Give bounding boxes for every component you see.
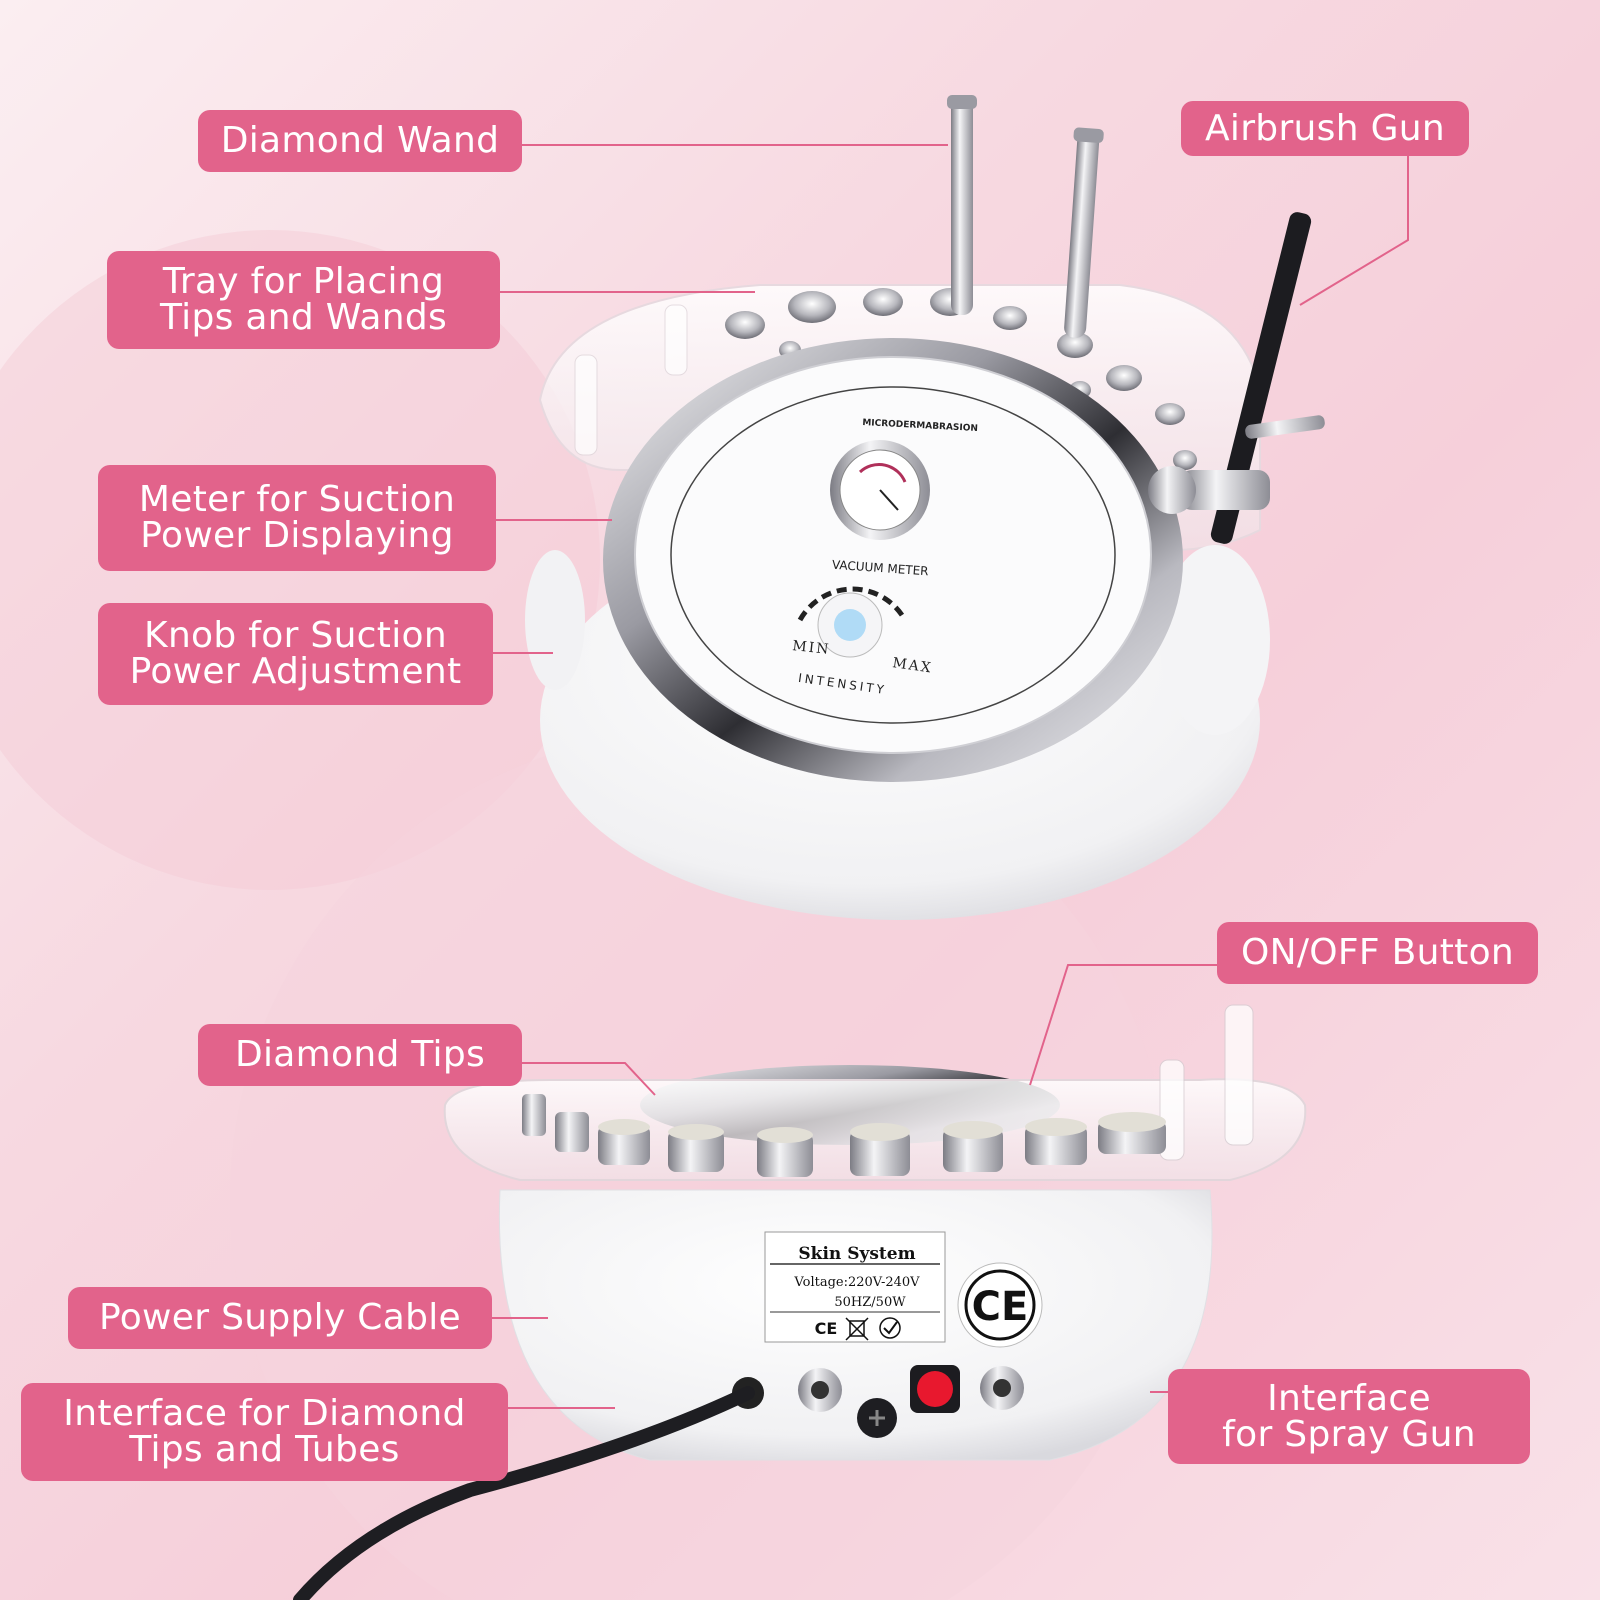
- label-knob: Knob for Suction Power Adjustment: [98, 603, 493, 705]
- meter-needle: [879, 489, 899, 511]
- label-diamond-tips: Diamond Tips: [198, 1024, 522, 1086]
- tube-holder: [664, 304, 688, 376]
- label-interface-spray: Interface for Spray Gun: [1168, 1369, 1530, 1464]
- label-airbrush-gun: Airbrush Gun: [1181, 101, 1469, 156]
- intensity-scale: [797, 586, 908, 622]
- label-meter: Meter for Suction Power Displaying: [98, 465, 496, 571]
- meter-label: VACUUM METER: [832, 558, 929, 579]
- bottom-device: Skin System Voltage:220V-240V 50HZ/50W C…: [293, 1004, 1307, 1600]
- ce-badge: [957, 1262, 1043, 1348]
- rohs-icon: [879, 1317, 901, 1339]
- label-tray: Tray for Placing Tips and Wands: [107, 251, 500, 349]
- weee-icon: [845, 1317, 869, 1341]
- diamond-tips: [522, 1094, 1166, 1177]
- label-diamond-wand: Diamond Wand: [198, 110, 522, 172]
- plate-voltage: Voltage:220V-240V: [793, 1275, 920, 1290]
- label-on-off-button: ON/OFF Button: [1217, 922, 1538, 984]
- knob-max-label: MAX: [891, 655, 933, 676]
- airbrush-gun: [1148, 212, 1325, 544]
- diamond-wand: [947, 95, 1104, 338]
- top-device: [525, 95, 1325, 920]
- plate-frequency: 50HZ/50W: [834, 1295, 906, 1310]
- glass-tube: [1224, 1004, 1254, 1146]
- label-interface-tips: Interface for Diamond Tips and Tubes: [21, 1383, 508, 1481]
- ce-badge-text: CE: [972, 1284, 1029, 1330]
- rating-plate: [764, 1231, 946, 1343]
- plate-ce-mark: CE: [815, 1319, 838, 1338]
- leader-lines: [492, 144, 1409, 1409]
- tube-holder: [574, 354, 598, 456]
- knob-min-label: MIN: [792, 638, 832, 658]
- side-handle: [1160, 545, 1270, 735]
- side-handle: [525, 550, 585, 690]
- power-cable: [293, 1386, 755, 1600]
- label-power-cable: Power Supply Cable: [68, 1287, 492, 1349]
- plate-title: Skin System: [798, 1244, 915, 1264]
- control-panel: [634, 356, 1152, 754]
- tray-tips: [725, 288, 1197, 470]
